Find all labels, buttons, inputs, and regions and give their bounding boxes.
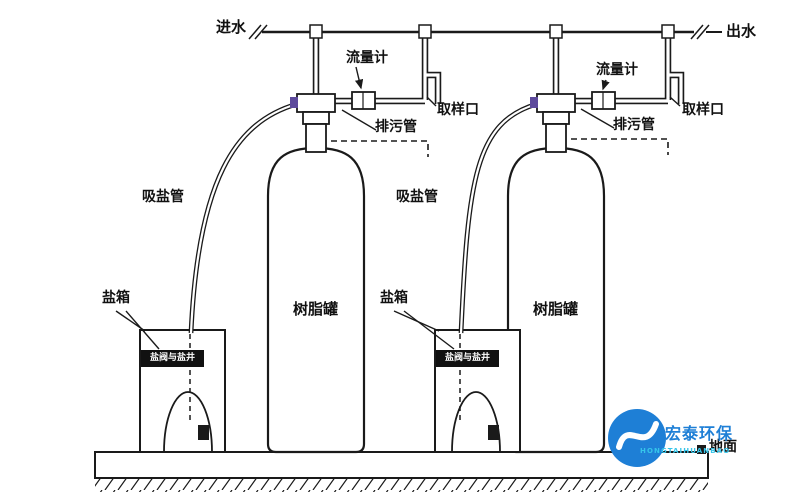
salt-valve-well-label-left: 盐阀与盐井 [141,350,204,367]
drain-leader-right [580,108,615,129]
pipe-break-mark [696,24,710,40]
suction-connector-left [290,97,298,108]
resin-tank-label-left: 树脂罐 [293,300,339,318]
suction-pipe-label-left: 吸盐管 [142,189,184,205]
drain-pipe-left-dashed [331,140,429,157]
flow-meter-leader-left [354,66,364,90]
salt-box-right [434,329,521,453]
inlet-water-label: 进水 [216,18,247,36]
piping-right-unit [552,33,685,155]
pipe-break-mark [248,24,262,40]
sampling-port-label-right: 取样口 [682,102,724,118]
salt-well-arc [163,391,213,453]
drain-leader-left [341,109,377,131]
salt-box-label-right: 盐箱 [380,290,408,306]
base-platform [94,451,709,492]
piping-left-unit [312,33,442,157]
valve-head-left [290,93,336,153]
salt-valve-block [488,425,499,440]
salt-box-label-left: 盐箱 [102,290,130,306]
resin-tank-label-right: 树脂罐 [533,300,579,318]
ground-marker [697,445,706,454]
pipe-break-mark [254,24,268,40]
main-pipe [248,24,722,40]
suction-pipe-label-right: 吸盐管 [396,189,438,205]
logo-mark [608,409,666,467]
valve-head-right [530,93,576,153]
ground-label: 地面 [709,439,737,455]
logo-name: 宏泰环保 [665,424,734,443]
flow-meter-leader-right [601,79,610,91]
salt-valve-well-label-right: 盐阀与盐井 [436,350,499,367]
drain-pipe-label-left: 排污管 [375,119,417,135]
outlet-water-label: 出水 [726,22,757,40]
sampling-port-leader-right [669,96,681,107]
suction-pipe-right [458,101,538,334]
pipe-break-mark [690,24,704,40]
leader-lines [115,66,681,350]
salt-box-leader-right-2 [403,310,455,350]
pipe-fittings [309,24,675,39]
logo-subtext: HONGTAIHUANBAO [640,447,731,455]
suction-connector-right [530,97,538,108]
salt-box-left [139,329,226,453]
flow-meter-label-left: 流量计 [346,50,388,66]
sampling-port-label-left: 取样口 [437,102,479,118]
suction-pipe-left [188,101,298,334]
logo-wave-icon [616,421,659,450]
resin-tank-left-body [266,146,366,454]
flow-meter-label-right: 流量计 [596,62,638,78]
salt-valve-block [198,425,209,440]
drain-pipe-label-right: 排污管 [613,117,655,133]
sampling-port-leader-left [426,96,437,107]
drain-pipe-right-dashed [571,138,669,155]
salt-box-leader-left-2 [125,310,160,350]
